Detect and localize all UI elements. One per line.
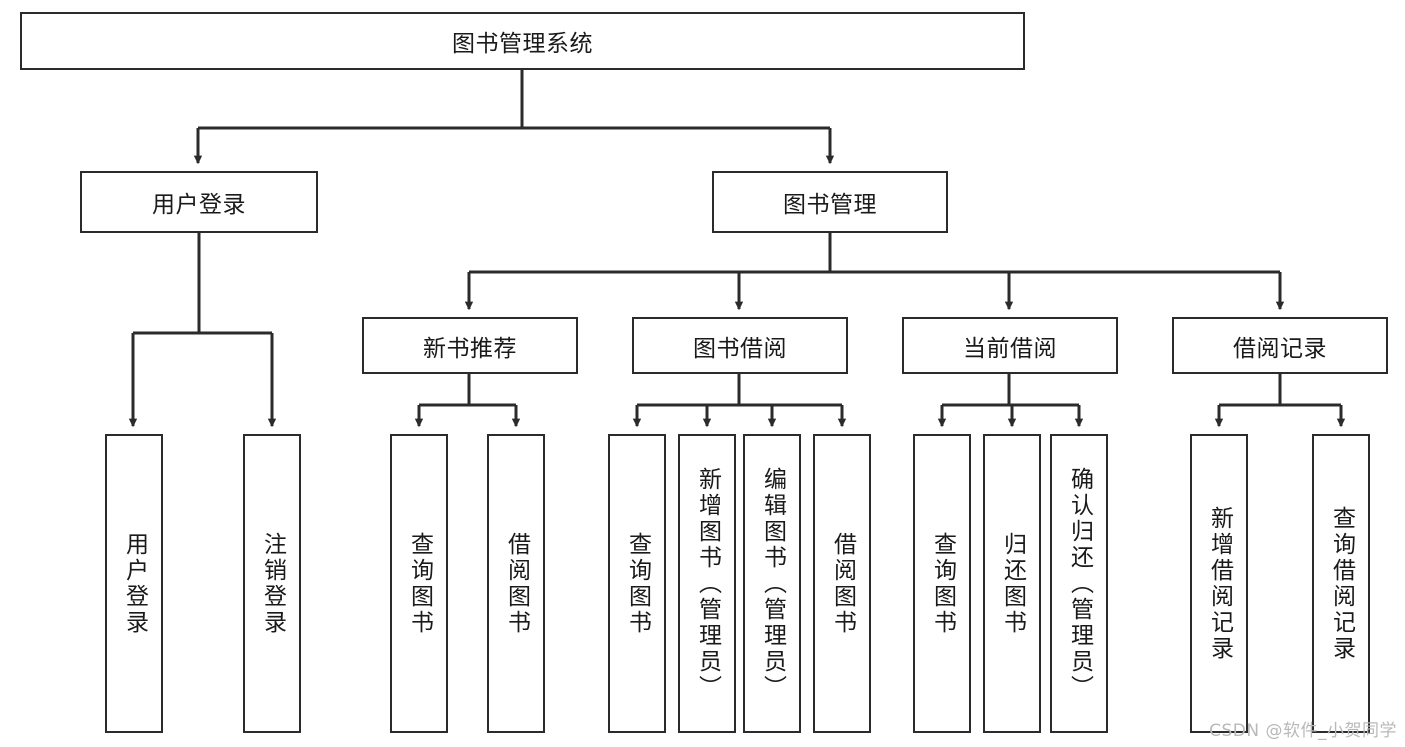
node-leaf-query-book-current[interactable]: 查询图书 <box>913 434 971 733</box>
node-leaf-lend-book[interactable]: 借阅图书 <box>813 434 871 733</box>
node-new-book-recommend[interactable]: 新书推荐 <box>362 317 578 374</box>
node-user-login-label: 用户登录 <box>152 192 246 218</box>
node-book-borrow[interactable]: 图书借阅 <box>632 317 848 374</box>
node-leaf-borrow-book-new-label: 借阅图书 <box>503 531 530 636</box>
node-leaf-add-book-admin[interactable]: 新增图书（管理员） <box>678 434 736 733</box>
node-leaf-logout-label: 注销登录 <box>259 531 286 636</box>
node-leaf-borrow-book-new[interactable]: 借阅图书 <box>487 434 545 733</box>
node-leaf-return-book-label: 归还图书 <box>999 531 1026 636</box>
node-leaf-edit-book-admin[interactable]: 编辑图书（管理员） <box>743 434 801 733</box>
node-leaf-user-login[interactable]: 用户登录 <box>105 434 163 733</box>
node-leaf-query-book-borrow-label: 查询图书 <box>624 531 651 636</box>
node-leaf-query-book-new-label: 查询图书 <box>406 531 433 636</box>
node-current-borrow-label: 当前借阅 <box>963 335 1057 362</box>
node-current-borrow[interactable]: 当前借阅 <box>902 317 1118 374</box>
node-leaf-edit-book-admin-label: 编辑图书（管理员） <box>759 466 786 701</box>
node-leaf-confirm-return-admin[interactable]: 确认归还（管理员） <box>1050 434 1108 733</box>
node-leaf-confirm-return-admin-label: 确认归还（管理员） <box>1066 466 1093 701</box>
node-leaf-query-book-new[interactable]: 查询图书 <box>390 434 448 733</box>
node-leaf-query-book-current-label: 查询图书 <box>929 531 956 636</box>
node-leaf-query-borrow-record[interactable]: 查询借阅记录 <box>1312 434 1370 733</box>
node-user-login[interactable]: 用户登录 <box>80 171 318 233</box>
node-leaf-return-book[interactable]: 归还图书 <box>983 434 1041 733</box>
node-root-label: 图书管理系统 <box>452 31 593 57</box>
node-leaf-add-borrow-record-label: 新增借阅记录 <box>1206 505 1233 662</box>
node-borrow-record[interactable]: 借阅记录 <box>1172 317 1388 374</box>
node-root[interactable]: 图书管理系统 <box>20 12 1025 70</box>
node-leaf-lend-book-label: 借阅图书 <box>829 531 856 636</box>
node-book-borrow-label: 图书借阅 <box>693 335 787 362</box>
node-leaf-add-book-admin-label: 新增图书（管理员） <box>694 466 721 701</box>
node-leaf-logout[interactable]: 注销登录 <box>243 434 301 733</box>
node-new-book-recommend-label: 新书推荐 <box>423 335 517 362</box>
node-book-management-label: 图书管理 <box>783 192 877 218</box>
node-borrow-record-label: 借阅记录 <box>1233 335 1327 362</box>
node-leaf-user-login-label: 用户登录 <box>121 531 148 636</box>
node-leaf-query-borrow-record-label: 查询借阅记录 <box>1328 505 1355 662</box>
node-leaf-query-book-borrow[interactable]: 查询图书 <box>608 434 666 733</box>
node-leaf-add-borrow-record[interactable]: 新增借阅记录 <box>1190 434 1248 733</box>
node-book-management[interactable]: 图书管理 <box>712 171 948 233</box>
